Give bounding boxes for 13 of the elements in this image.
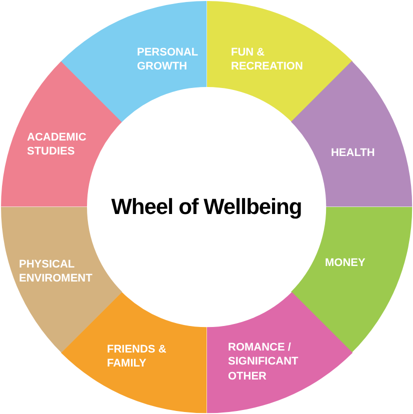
segment-label: ACADEMIC STUDIES	[27, 130, 88, 160]
segment-label: FRIENDS & FAMILY	[106, 342, 168, 372]
segment-label: FUN & RECREATION	[231, 46, 304, 74]
segment-label: PERSONAL GROWTH	[136, 46, 199, 74]
wheel-segment	[60, 1, 206, 122]
segment-label: HEALTH	[330, 146, 376, 160]
segment-label: ROMANCE / SIGNIFICANT OTHER	[228, 340, 300, 384]
wheel-segment	[206, 292, 352, 413]
segment-label: MONEY	[324, 256, 366, 270]
segment-label: PHYSICAL ENVIROMENT	[19, 258, 94, 286]
wheel-segment	[206, 1, 352, 122]
wheel-title: Wheel of Wellbeing	[92, 191, 320, 223]
wheel-segment	[60, 292, 206, 413]
